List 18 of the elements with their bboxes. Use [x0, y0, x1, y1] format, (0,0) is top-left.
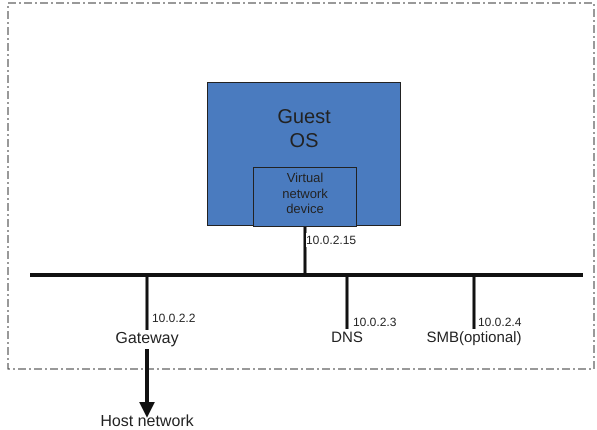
connector-line — [346, 277, 348, 329]
node-label: Gateway — [107, 330, 187, 348]
node-label: Host network — [87, 413, 207, 430]
box-label: Guest OS — [276, 105, 332, 153]
arrow — [139, 349, 155, 418]
edge-label: 10.0.2.3 — [353, 315, 396, 329]
process-box — [207, 82, 401, 226]
node-label: DNS — [322, 329, 372, 347]
node-label: SMB(optional) — [409, 329, 539, 347]
connector-line — [146, 277, 148, 330]
edge-label: 10.0.2.15 — [306, 233, 356, 247]
network-bus-bar — [30, 273, 583, 277]
box-label: Virtual network device — [281, 170, 329, 217]
connector-line — [304, 227, 306, 273]
edge-label: 10.0.2.2 — [152, 311, 196, 325]
process-box — [253, 167, 357, 227]
edge-label: 10.0.2.4 — [478, 315, 522, 329]
connector-line — [472, 277, 476, 329]
